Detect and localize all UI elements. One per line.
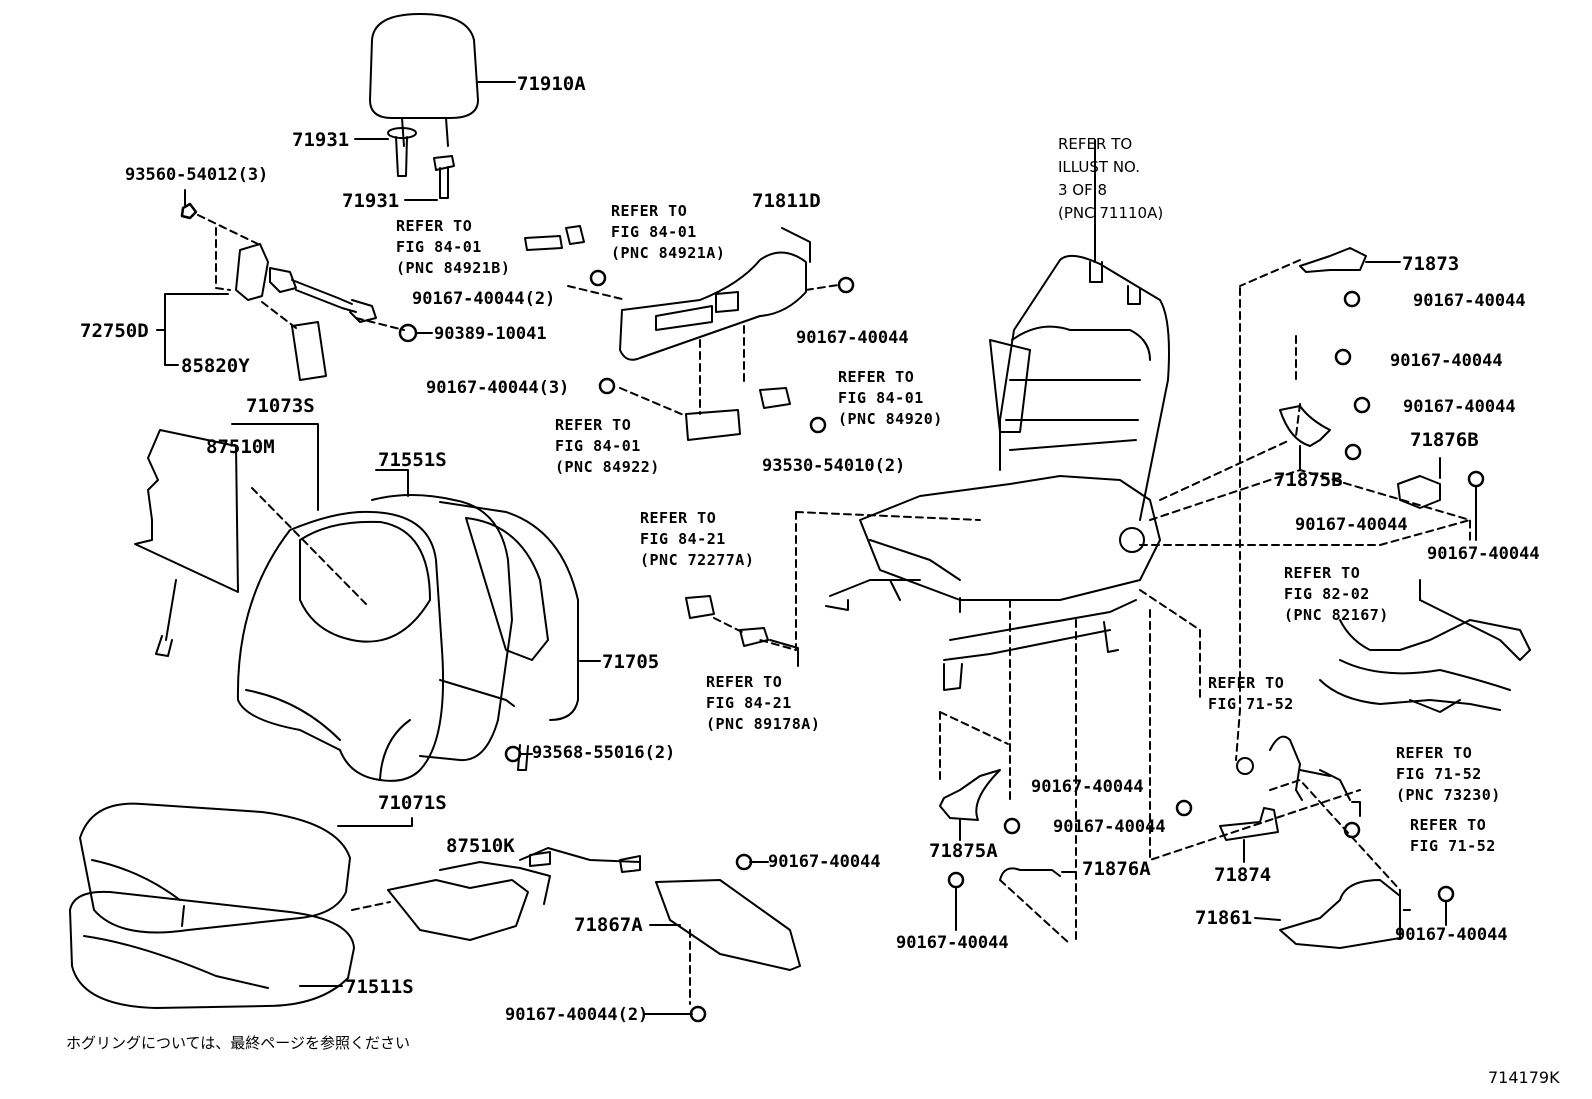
ref-illust-3-of-8: REFER TO ILLUST NO. 3 OF 8 (PNC 71110A): [1058, 135, 1164, 222]
part-90167-l: 90167-40044: [1053, 817, 1166, 837]
seat-cushion-drawing: [69, 802, 641, 1009]
part-71931-b: 71931: [342, 190, 400, 212]
part-71811D: 71811D: [752, 190, 821, 212]
part-71511S: 71511S: [345, 976, 414, 998]
part-71867A: 71867A: [574, 914, 643, 936]
part-87510M: 87510M: [206, 436, 275, 458]
center-connector-drawing: [685, 595, 799, 667]
part-87510K: 87510K: [446, 835, 515, 857]
part-85820Y: 85820Y: [181, 355, 250, 377]
seatback-cover-drawing: [134, 423, 601, 782]
part-90167-g: 90167-40044: [1390, 351, 1503, 371]
part-71876A: 71876A: [1082, 858, 1151, 880]
part-71875A: 71875A: [929, 840, 998, 862]
part-93530: 93530-54010(2): [762, 456, 906, 476]
illustration-id: 714179K: [1488, 1068, 1560, 1087]
part-90167-b: 90167-40044: [796, 328, 909, 348]
bolt-93568-drawing: [504, 745, 522, 763]
ref-pnc-84920: REFER TO FIG 84-01 (PNC 84920): [838, 368, 943, 428]
part-72750D: 72750D: [80, 320, 149, 342]
ref-pnc-84921A: REFER TO FIG 84-01 (PNC 84921A): [611, 202, 726, 262]
ref-pnc-89178A: REFER TO FIG 84-21 (PNC 89178A): [706, 673, 821, 733]
part-71875B: 71875B: [1274, 469, 1343, 491]
part-71073S: 71073S: [246, 395, 315, 417]
bottom-trim-drawing: [529, 851, 801, 1023]
part-90167-j: 90167-40044: [1427, 544, 1540, 564]
part-71876B: 71876B: [1410, 429, 1479, 451]
guide-lines: [759, 259, 1471, 945]
recliner-drawing: [156, 189, 433, 381]
ref-fig-71-52-a: REFER TO FIG 71-52: [1208, 674, 1294, 713]
part-90389: 90389-10041: [434, 324, 547, 344]
part-90167-c: 90167-40044(3): [426, 378, 570, 398]
hog-ring-note: ホグリングについては、最終ページを参照ください: [66, 1034, 410, 1052]
part-71551S: 71551S: [378, 449, 447, 471]
ref-fig-71-52-b: REFER TO FIG 71-52: [1410, 816, 1496, 855]
right-parts-drawing: [939, 247, 1531, 949]
part-93560: 93560-54012(3): [125, 165, 269, 185]
seat-frame-drawing: [825, 139, 1170, 691]
part-71874: 71874: [1214, 864, 1272, 886]
part-93568: 93568-55016(2): [532, 743, 676, 763]
part-90167-h: 90167-40044: [1403, 397, 1516, 417]
headrest-guide-drawing: [354, 127, 455, 201]
part-90167-m: 90167-40044: [896, 933, 1009, 953]
part-71861: 71861: [1195, 907, 1253, 929]
part-71071S: 71071S: [378, 792, 447, 814]
ref-pnc-72277A: REFER TO FIG 84-21 (PNC 72277A): [640, 509, 755, 569]
ref-pnc-84921B: REFER TO FIG 84-01 (PNC 84921B): [396, 217, 511, 277]
part-90167-i: 90167-40044: [1295, 515, 1408, 535]
part-90167-k: 90167-40044: [1031, 777, 1144, 797]
ref-pnc-73230: REFER TO FIG 71-52 (PNC 73230): [1396, 744, 1501, 804]
part-90167-n: 90167-40044: [1395, 925, 1508, 945]
ref-pnc-84922: REFER TO FIG 84-01 (PNC 84922): [555, 416, 660, 476]
part-90167-e: 90167-40044(2): [505, 1005, 649, 1025]
ref-pnc-82167: REFER TO FIG 82-02 (PNC 82167): [1284, 564, 1389, 624]
part-71910A: 71910A: [517, 73, 586, 95]
part-90167-a: 90167-40044(2): [412, 289, 556, 309]
side-shield-drawing: [524, 225, 855, 441]
part-90167-f: 90167-40044: [1413, 291, 1526, 311]
part-71873: 71873: [1402, 253, 1460, 275]
part-71705: 71705: [602, 651, 660, 673]
part-90167-d: 90167-40044: [768, 852, 881, 872]
part-71931-a: 71931: [292, 129, 350, 151]
headrest-drawing: [369, 13, 516, 147]
